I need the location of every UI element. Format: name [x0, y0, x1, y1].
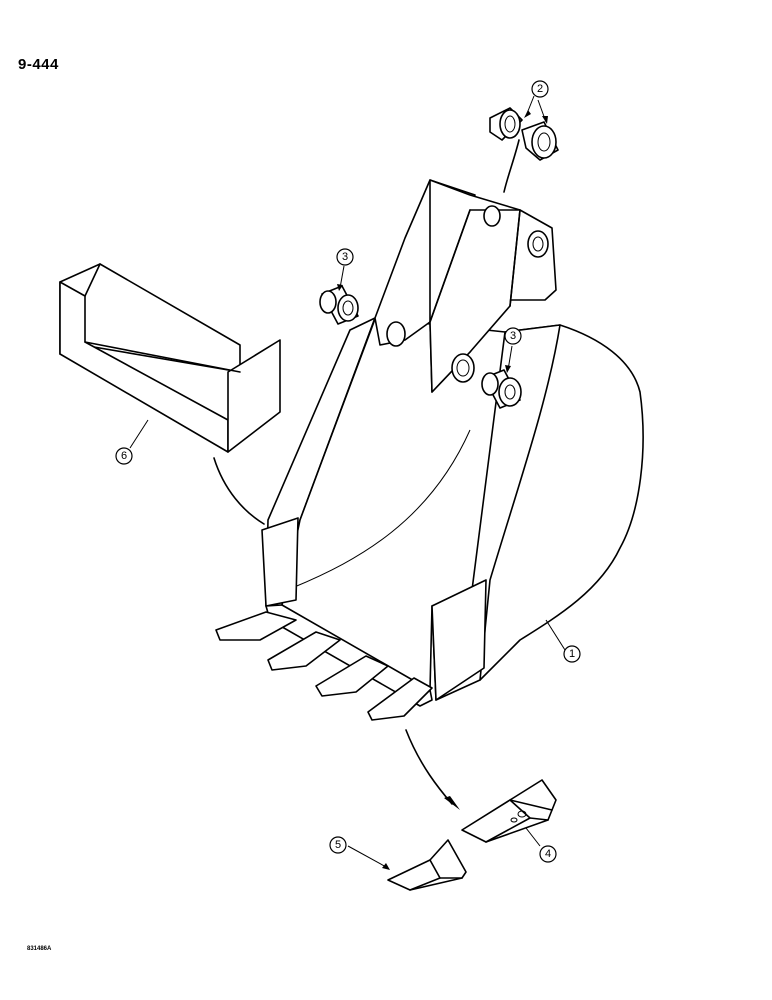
svg-text:6: 6: [121, 450, 127, 462]
callout-2: 2: [531, 80, 549, 98]
svg-text:3: 3: [342, 251, 348, 263]
part-3-bushing-right: [481, 369, 522, 409]
bucket-floor-curve: [291, 429, 471, 589]
figure-code: 831486A: [27, 946, 52, 952]
part-4-tooth-adapter: [461, 779, 557, 843]
part-2-bushings: [489, 107, 559, 161]
right-side-cutter: [431, 579, 487, 701]
svg-text:3: 3: [510, 330, 516, 342]
svg-text:2: 2: [537, 83, 543, 95]
part-5-tooth-tip: [387, 839, 467, 891]
callout-3b: 3: [504, 327, 522, 345]
callout-6: 6: [115, 447, 133, 465]
svg-text:5: 5: [335, 839, 341, 851]
upper-pin-hole-right: [527, 230, 549, 258]
callout-5: 5: [329, 836, 347, 854]
tooth-4: [367, 677, 433, 721]
bucket-assembly: [261, 179, 644, 707]
page-number: 9-444: [18, 56, 59, 73]
callout-3a: 3: [336, 248, 354, 266]
lower-pin-hole-left: [386, 321, 406, 347]
svg-text:1: 1: [569, 648, 575, 660]
part-3-bushing-left: [319, 285, 359, 325]
svg-text:4: 4: [545, 848, 551, 860]
tooth-2: [267, 631, 341, 671]
callout-1: 1: [563, 645, 581, 663]
bucket-teeth: [215, 611, 433, 721]
upper-pin-hole-left: [483, 205, 501, 227]
leader-lines: [129, 95, 566, 870]
tooth-3: [315, 655, 389, 697]
tooth-1: [215, 611, 297, 641]
part-6-guard: [59, 263, 281, 453]
left-side-cutter: [261, 517, 299, 607]
callout-4: 4: [539, 845, 557, 863]
lower-pin-hole-right: [451, 353, 475, 383]
